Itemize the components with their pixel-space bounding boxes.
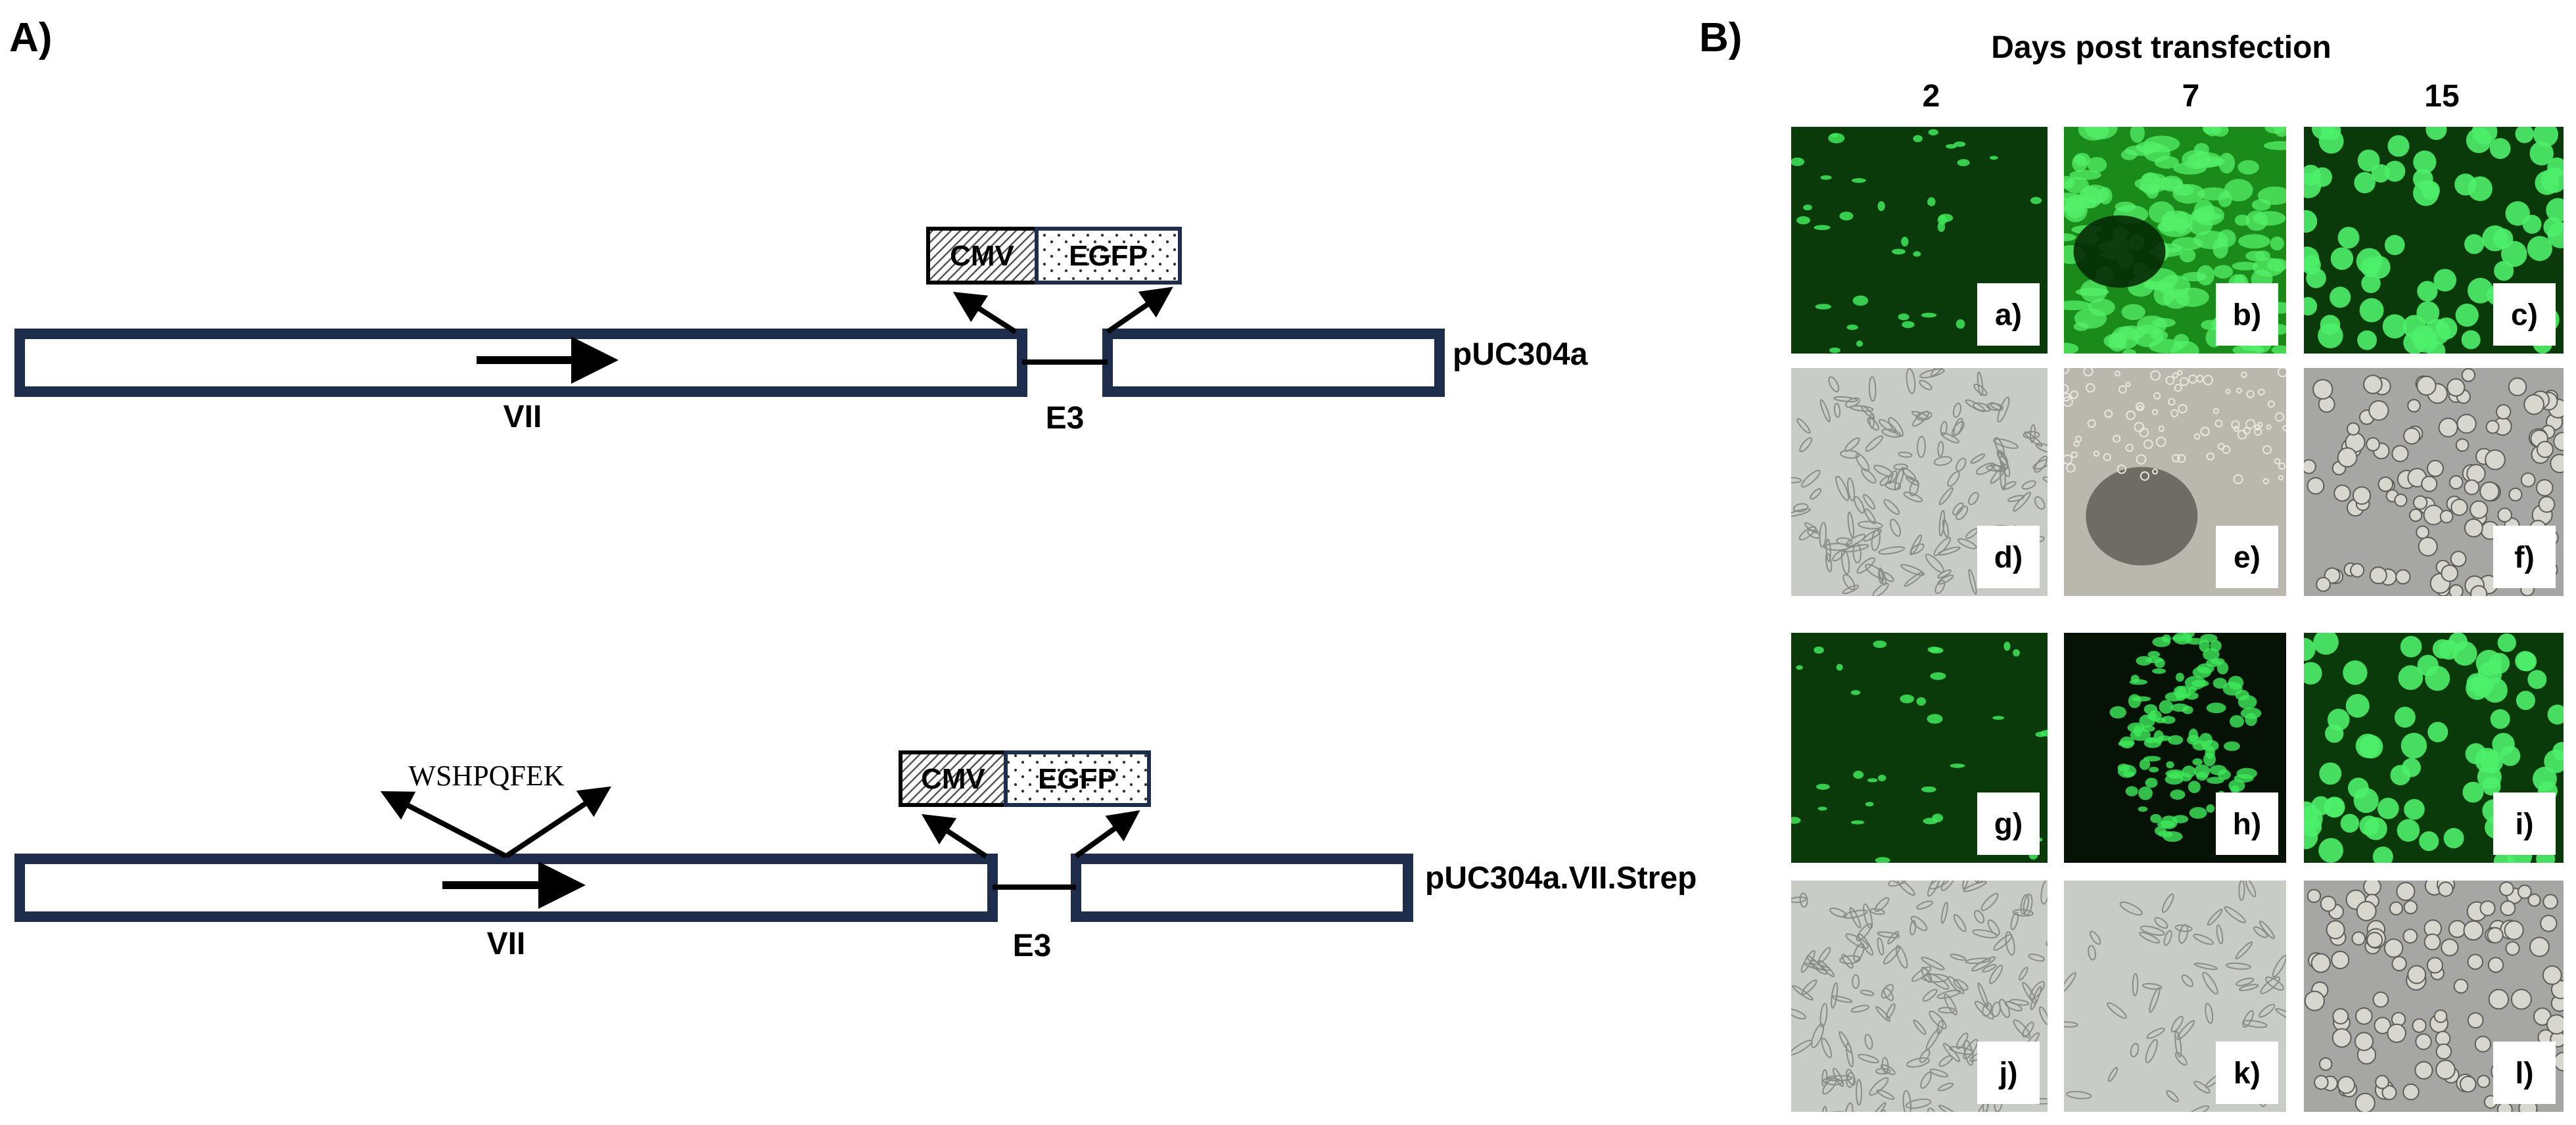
gene-vii-label: VII (503, 400, 542, 434)
micrograph-label-box (2493, 526, 2556, 588)
micrograph-label: j) (1998, 1056, 2017, 1090)
micrograph-grid: a) b) c) d) e) f) g) h) i) j) k) l) (1791, 127, 2564, 1112)
column-label-day15: 15 (2424, 79, 2459, 114)
cmv-label: CMV (950, 240, 1014, 272)
micrograph-k: k) (2064, 881, 2286, 1112)
micrograph-label-box (2493, 1042, 2556, 1104)
strep-tag-sequence: WSHPQFEK (408, 760, 564, 792)
micrograph-i: i) (2304, 633, 2564, 863)
gene-vii-label: VII (487, 927, 526, 961)
construct-pUC304a: VII E3 pUC304a CMV EGFP (14, 227, 1588, 436)
micrograph-label: d) (1994, 540, 2023, 574)
micrograph-label-box (2493, 792, 2556, 855)
micrograph-label: l) (2515, 1056, 2533, 1090)
micrograph-label: c) (2511, 298, 2538, 332)
micrograph-a: a) (1791, 127, 2048, 354)
egfp-box (1004, 750, 1151, 807)
micrograph-h: h) (2064, 633, 2286, 863)
micrograph-g: g) (1791, 633, 2048, 863)
construct-name: pUC304a (1453, 337, 1588, 372)
micrograph-label-box (1977, 526, 2040, 588)
micrograph-j: j) (1791, 881, 2048, 1112)
micrograph-label-box (2216, 283, 2278, 346)
micrograph-label-box (2493, 283, 2556, 346)
micrograph-label: i) (2515, 807, 2533, 841)
column-label-day7: 7 (2182, 79, 2200, 114)
micrograph-label-box (1977, 283, 2040, 346)
egfp-box (1035, 227, 1182, 285)
micrograph-label: k) (2234, 1056, 2260, 1090)
egfp-label: EGFP (1069, 240, 1148, 272)
micrograph-c: c) (2304, 127, 2564, 354)
tag-arrow-left (380, 791, 507, 859)
insert-arrow-left (952, 292, 1018, 334)
micrograph-l: l) (2304, 881, 2564, 1112)
insert-arrow-right (1074, 810, 1140, 859)
micrograph-b: b) (2064, 127, 2286, 354)
genome-right-segment (1071, 854, 1413, 922)
cmv-label: CMV (921, 763, 985, 795)
micrograph-label: f) (2514, 540, 2535, 574)
e3-label: E3 (1013, 929, 1052, 963)
micrograph-label: h) (2233, 807, 2261, 841)
micrograph-label-box (2216, 1042, 2278, 1104)
micrograph-label: e) (2234, 540, 2260, 574)
micrograph-label: a) (1995, 298, 2022, 332)
micrograph-label-box (1977, 792, 2040, 855)
egfp-label: EGFP (1038, 763, 1117, 795)
micrograph-label-box (2216, 792, 2278, 855)
insert-arrow-left (921, 814, 988, 859)
panel-a-label: A) (9, 15, 52, 60)
micrograph-label: g) (1994, 807, 2023, 841)
genome-right-segment (1102, 329, 1445, 397)
insert-arrow-right (1106, 287, 1173, 334)
days-header: Days post transfection (1991, 30, 2331, 65)
micrograph-label-box (1977, 1042, 2040, 1104)
micrograph-f: f) (2304, 368, 2564, 596)
micrograph-label-box (2216, 526, 2278, 588)
micrograph-label: b) (2233, 298, 2261, 332)
e3-label: E3 (1046, 401, 1085, 436)
tag-arrow-right (504, 786, 611, 859)
column-label-day2: 2 (1923, 79, 1940, 114)
panel-b-label: B) (1699, 15, 1742, 60)
construct-pUC304a-VII-Strep: VII E3 pUC304a.VII.Strep WSHPQFEK CMV EG… (14, 750, 1697, 963)
construct-name: pUC304a.VII.Strep (1425, 861, 1697, 896)
micrograph-d: d) (1791, 368, 2048, 596)
genome-left-segment (14, 329, 1027, 397)
micrograph-e: e) (2064, 368, 2286, 596)
